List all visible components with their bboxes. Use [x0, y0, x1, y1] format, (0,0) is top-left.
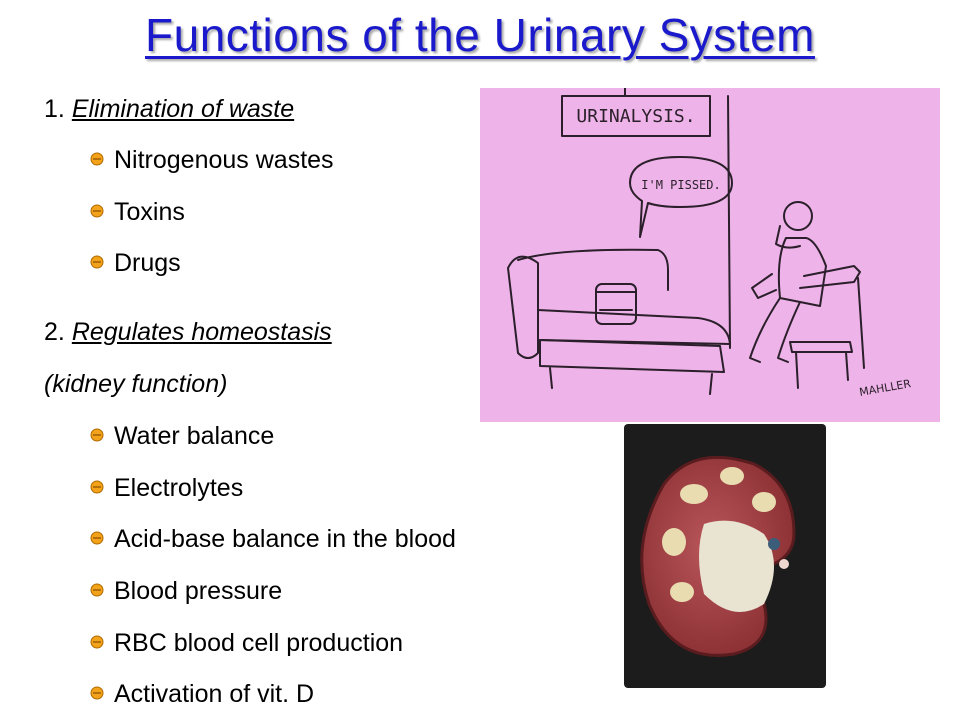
- list-item: Water balance: [90, 422, 274, 451]
- section2-subheading: (kidney function): [44, 370, 228, 398]
- bullet-icon: [90, 204, 104, 218]
- section1-number: 1.: [44, 95, 65, 123]
- list-item-text: Activation of vit. D: [114, 680, 315, 708]
- slide-title: Functions of the Urinary System: [145, 9, 815, 61]
- list-item: RBC blood cell production: [90, 629, 403, 658]
- section1-heading: 1. Elimination of waste: [44, 95, 294, 124]
- section1-heading-text: Elimination of waste: [71, 95, 295, 123]
- list-item: Nitrogenous wastes: [90, 146, 334, 175]
- bullet-icon: [90, 686, 104, 700]
- list-item: Drugs: [90, 249, 181, 278]
- list-item: Acid-base balance in the blood: [90, 525, 456, 554]
- list-item-text: Nitrogenous wastes: [114, 146, 334, 174]
- list-item-text: Acid-base balance in the blood: [114, 525, 456, 553]
- bullet-icon: [90, 583, 104, 597]
- list-item-text: RBC blood cell production: [114, 629, 404, 657]
- bullet-icon: [90, 635, 104, 649]
- cartoon-speech-text: I'M PISSED.: [641, 178, 720, 192]
- list-item: Activation of vit. D: [90, 680, 314, 709]
- list-item: Electrolytes: [90, 474, 243, 503]
- list-item: Toxins: [90, 198, 185, 227]
- bullet-icon: [90, 531, 104, 545]
- kidney-cross-section-photo: [624, 424, 826, 688]
- section2-heading-text: Regulates homeostasis: [71, 318, 332, 346]
- list-item-text: Toxins: [114, 198, 185, 226]
- bullet-icon: [90, 152, 104, 166]
- bullet-icon: [90, 480, 104, 494]
- list-item-text: Water balance: [114, 422, 275, 450]
- urinalysis-cartoon: URINALYSIS. I'M PISSED. MAHLLER: [480, 87, 940, 422]
- bullet-icon: [90, 428, 104, 442]
- cartoon-sign-text: URINALYSIS.: [576, 106, 695, 127]
- list-item-text: Blood pressure: [114, 577, 283, 605]
- section2-number: 2.: [44, 318, 65, 346]
- list-item: Blood pressure: [90, 577, 282, 606]
- section2-heading: 2. Regulates homeostasis: [44, 318, 332, 347]
- cartoon-signature: MAHLLER: [858, 377, 912, 399]
- list-item-text: Drugs: [114, 249, 181, 277]
- bullet-icon: [90, 255, 104, 269]
- list-item-text: Electrolytes: [114, 474, 244, 502]
